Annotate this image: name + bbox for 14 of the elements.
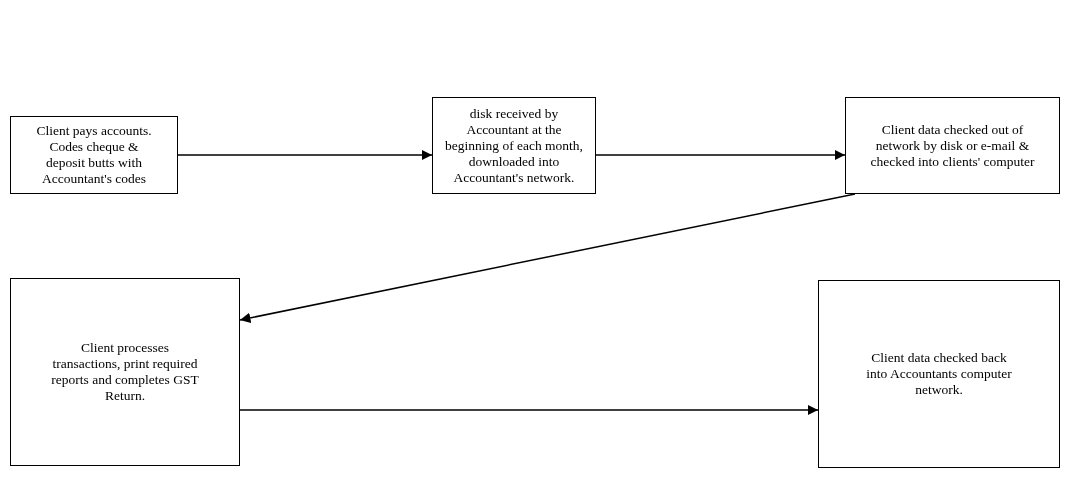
arrow	[595, 149, 846, 161]
process-box	[845, 97, 1060, 194]
process-box	[818, 280, 1060, 468]
process-box	[10, 116, 178, 194]
box-text: Client pays accounts. Codes cheque & deposit butts with Accountant's codes	[35, 123, 153, 187]
arrow	[239, 404, 819, 416]
arrow	[177, 149, 433, 161]
box-text: disk received by Accountant at the beginning of each month, downloaded into Accountant's network.	[444, 105, 584, 186]
arrow	[239, 193, 856, 324]
box-text: Client data checked back into Accountants computer network.	[865, 350, 1013, 398]
box-text: Client data checked out of network by disk or e-mail & checked into clients' computer	[869, 121, 1036, 170]
box-text: Client processes transactions, print required reports and completes GST Return.	[50, 340, 200, 404]
process-box	[432, 97, 596, 194]
process-box	[10, 278, 240, 466]
